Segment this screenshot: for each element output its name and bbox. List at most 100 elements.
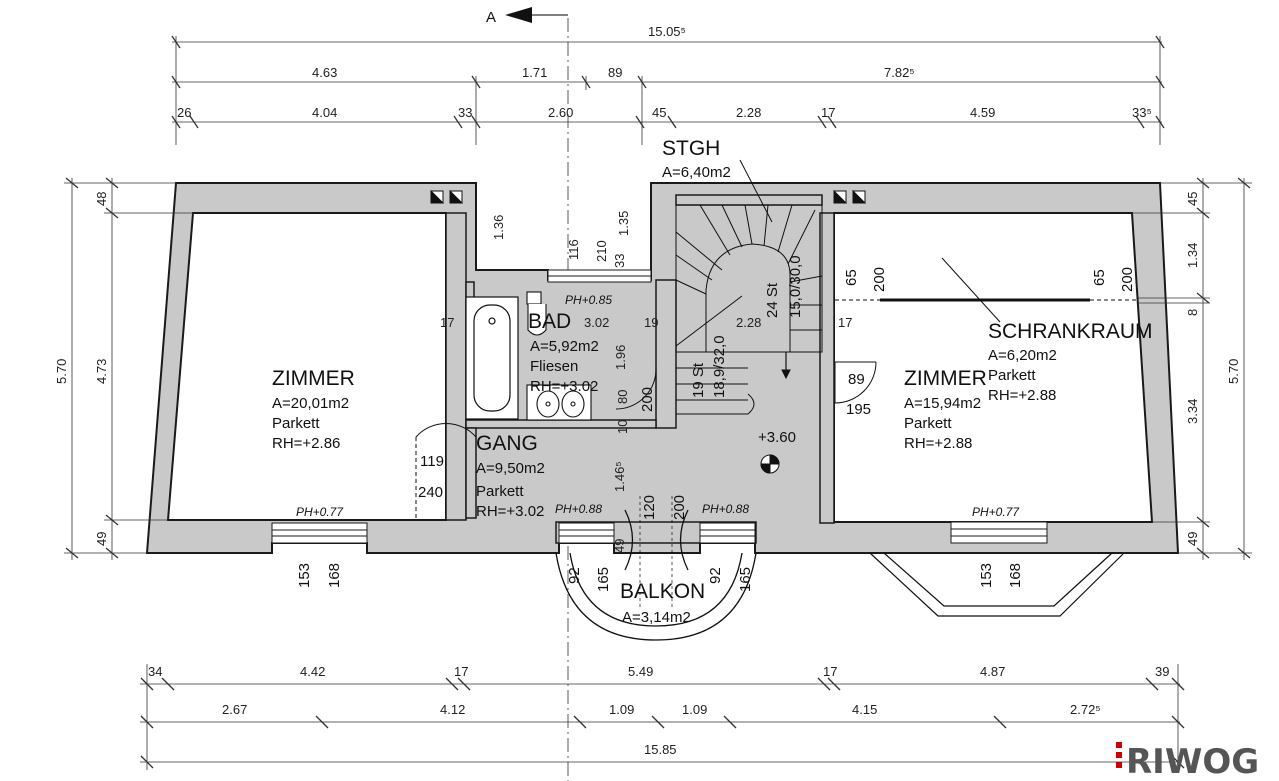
gang-door-119: 119	[420, 453, 444, 470]
staircase	[675, 204, 823, 415]
windows	[271, 269, 1048, 544]
dim-bot-r1-2: 4.42	[300, 664, 325, 679]
dim-top-r3-2: 4.04	[312, 105, 337, 120]
dim-top-r3-6: 2.28	[736, 105, 761, 120]
dim-bot-r2-5: 4.15	[852, 702, 877, 717]
room-schrankraum-rh: RH=+2.88	[988, 387, 1056, 404]
room-gang-floor: Parkett	[476, 483, 524, 500]
room-schrankraum-name: SCHRANKRAUM	[988, 320, 1153, 343]
room-schrankraum-floor: Parkett	[988, 367, 1036, 384]
room-schrankraum-area: A=6,20m2	[988, 347, 1057, 364]
dim-right-8: 8	[1185, 309, 1200, 316]
stgh-189: 18,9/32,0	[711, 335, 728, 398]
room-balkon-name: BALKON	[620, 580, 705, 603]
dim-top-r3-8: 4.59	[970, 105, 995, 120]
stgh-24st: 24 St	[764, 282, 781, 318]
dim-top-r3-1: 26	[177, 105, 191, 120]
dim-top-r3-4: 2.60	[548, 105, 573, 120]
room-bad-name: BAD	[528, 310, 571, 333]
room-zimmer-right-area: A=15,94m2	[904, 395, 981, 412]
dim-top-r2-1: 4.63	[312, 65, 337, 80]
dim-right-outer: 5.70	[1226, 359, 1241, 384]
room-bad-floor: Fliesen	[530, 358, 578, 375]
window-33: 33	[612, 254, 627, 268]
ph-zimmer-right: PH+0.77	[972, 505, 1020, 519]
logo-text: RIWOG	[1126, 742, 1259, 781]
schrank-200-left: 200	[871, 267, 888, 292]
gang-door-240: 240	[418, 484, 443, 501]
room-zimmer-right-rh: RH=+2.88	[904, 435, 972, 452]
bad-dim-302: 3.02	[584, 315, 609, 330]
level-label: +3.60	[758, 429, 796, 446]
dim-bot-r1-3: 17	[454, 664, 468, 679]
dim-bot-r1-5: 17	[823, 664, 837, 679]
window-210: 210	[594, 240, 609, 262]
dim-top-overall: 15.05⁵	[648, 24, 686, 39]
win-left-168: 168	[326, 563, 343, 588]
wardrobe-line	[739, 159, 1138, 323]
win-right-168: 168	[1007, 563, 1024, 588]
riwog-logo: RIWOG	[1116, 742, 1259, 781]
dim-top-r3-3: 33	[458, 105, 472, 120]
room-stgh-area: A=6,40m2	[662, 164, 731, 181]
gang-49: 49	[612, 539, 627, 553]
dim-lines-left	[64, 177, 193, 560]
bad-dim-17: 17	[440, 315, 454, 330]
balkon-92-left: 92	[566, 567, 583, 584]
dim-top-r2-4: 7.82⁵	[884, 65, 915, 80]
bad-dim-19: 19	[644, 315, 658, 330]
ph-gang: PH+0.88	[555, 502, 602, 516]
stgh-150: 15,0/30,0	[787, 255, 804, 318]
dim-right-49: 49	[1185, 532, 1200, 546]
stgh-19st: 19 St	[690, 362, 707, 398]
dim-bot-r1-4: 5.49	[628, 664, 653, 679]
dim-bot-r2-2: 4.12	[440, 702, 465, 717]
room-gang-name: GANG	[476, 432, 538, 455]
room-zimmer-right-floor: Parkett	[904, 415, 952, 432]
gang-1465: 1.46⁵	[612, 461, 627, 492]
room-stgh-name: STGH	[662, 137, 720, 160]
ph-bad: PH+0.85	[565, 293, 612, 307]
dim-top-r3-7: 17	[821, 105, 835, 120]
door-swings	[415, 361, 877, 520]
room-bad-area: A=5,92m2	[530, 338, 599, 355]
balkon-92-right: 92	[707, 567, 724, 584]
dim-bot-r1-1: 34	[148, 664, 162, 679]
toilet	[526, 291, 547, 336]
dim-right-134: 1.34	[1185, 243, 1200, 268]
ph-zimmer-left: PH+0.77	[296, 505, 344, 519]
bad-door-200: 200	[639, 387, 656, 412]
rotated-dims: 1.36 116 210 33 1.35 1.96 80 10 200 19 S…	[296, 211, 1136, 592]
balkon-165-right: 165	[737, 567, 754, 592]
ph-stgh: PH+0.88	[702, 502, 749, 516]
dim-bot-r1-6: 4.87	[980, 664, 1005, 679]
bathtub	[465, 296, 519, 420]
bay-window-outline	[869, 552, 1125, 617]
dim-left-49: 49	[94, 532, 109, 546]
dim-bot-r2-3: 1.09	[609, 702, 634, 717]
win-left-153: 153	[296, 563, 313, 588]
section-label: A	[486, 9, 496, 26]
dim-left-473: 4.73	[94, 359, 109, 384]
dim-bot-r2-4: 1.09	[682, 702, 707, 717]
balkon-outline	[555, 496, 757, 641]
room-zimmer-right-name: ZIMMER	[904, 367, 987, 390]
dim-left-48: 48	[94, 192, 109, 206]
dim-right-334: 3.34	[1185, 399, 1200, 424]
schrank-200-right: 200	[1119, 267, 1136, 292]
dim-bot-r1-7: 39	[1155, 664, 1169, 679]
window-116: 116	[566, 239, 581, 260]
section-axis	[505, 7, 569, 781]
bad-10: 10	[615, 420, 630, 434]
room-gang-area: A=9,50m2	[476, 460, 545, 477]
gang-200: 200	[671, 495, 688, 520]
dim-bot-r2-1: 2.67	[222, 702, 247, 717]
room-zimmer-left-area: A=20,01m2	[272, 395, 349, 412]
bad-80: 80	[615, 390, 630, 404]
door-zimmer-195: 195	[846, 401, 871, 418]
dim-left-outer: 5.70	[54, 359, 69, 384]
dim-top-r3-9: 33⁵	[1132, 105, 1152, 120]
door-zimmer-89: 89	[848, 371, 865, 388]
bad-196: 1.96	[613, 345, 628, 370]
